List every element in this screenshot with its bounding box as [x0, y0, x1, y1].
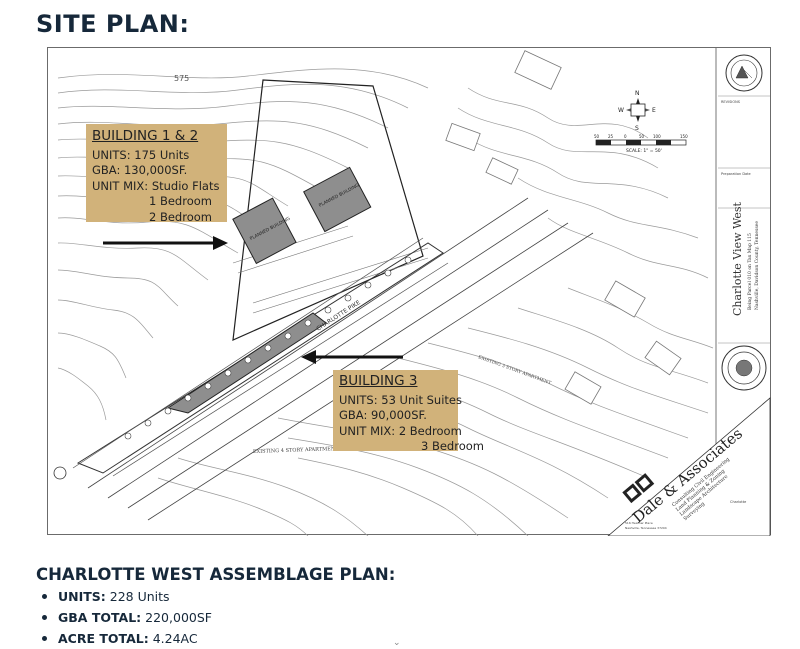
arrow-to-buildings-1-2	[103, 236, 228, 250]
sheet-label: Charlotte	[730, 500, 746, 504]
summary-item-units: UNITS: 228 Units	[36, 586, 212, 607]
callout-units: UNITS: 53 Unit Suites	[339, 392, 462, 407]
site-plan-svg: 575 PLANNED BUILDING PLANNED BUILDING	[53, 48, 771, 536]
summary-value: 228 Units	[109, 589, 170, 604]
existing-apartment-right-label: EXISTING 3 STORY APARTMENT	[477, 354, 551, 386]
prep-date-label: Preparation Date	[721, 172, 751, 176]
firm-address-2: Nashville, Tennessee 37204	[625, 526, 667, 530]
title-block: REVISIONS Preparation Date Charlotte Vie…	[718, 54, 770, 391]
south-letter: S	[635, 125, 639, 132]
summary-value: 4.24AC	[152, 631, 198, 646]
summary-key: GBA TOTAL:	[58, 610, 142, 625]
north-letter: N	[635, 90, 640, 97]
page-title: SITE PLAN:	[36, 10, 190, 38]
scale-label: SCALE: 1" = 50'	[626, 148, 662, 154]
callout-units: UNITS: 175 Units	[92, 147, 190, 162]
callout-building-3: BUILDING 3 UNITS: 53 Unit Suites GBA: 90…	[333, 370, 484, 453]
arrow-to-building-3	[301, 350, 403, 364]
scale-bar: 50 25 0 50 100 150 SCALE: 1" = 50'	[594, 134, 688, 154]
summary-item-gba: GBA TOTAL: 220,000SF	[36, 607, 212, 628]
firm-panel	[607, 397, 771, 536]
charlotte-pike-road	[87, 197, 594, 521]
scale-tick: 150	[680, 134, 688, 139]
building-1-footprint	[232, 197, 297, 265]
contour-label: 575	[174, 74, 189, 83]
callout-gba: GBA: 90,000SF.	[339, 408, 427, 422]
revision-label: REVISIONS	[721, 100, 741, 104]
summary-key: UNITS:	[58, 589, 106, 604]
property-boundary	[232, 79, 424, 341]
scale-tick: 100	[653, 134, 661, 139]
project-name: Charlotte View West	[731, 201, 744, 316]
callout-gba: GBA: 130,000SF.	[92, 163, 188, 177]
callout-unit-mix-3: 2 Bedroom	[149, 209, 212, 224]
callout-title: BUILDING 3	[339, 373, 418, 389]
landscape-trees	[124, 256, 412, 440]
building-2-footprint	[303, 166, 372, 233]
summary-value: 220,000SF	[145, 610, 212, 625]
west-letter: W	[618, 107, 624, 114]
callout-title: BUILDING 1 & 2	[92, 128, 199, 144]
project-sub-2: Nashville, Davidson County, Tennessee	[754, 221, 760, 310]
summary-title: CHARLOTTE WEST ASSEMBLAGE PLAN:	[36, 565, 396, 584]
callout-unit-mix: UNIT MIX: Studio Flats	[92, 178, 220, 193]
scroll-indicator-icon[interactable]: ⌄	[393, 638, 401, 648]
scale-tick: 50	[594, 134, 600, 139]
summary-list: UNITS: 228 Units GBA TOTAL: 220,000SF AC…	[36, 586, 212, 649]
summary-item-acres: ACRE TOTAL: 4.24AC	[36, 628, 212, 649]
site-plan-drawing: 575 PLANNED BUILDING PLANNED BUILDING	[47, 47, 771, 536]
firm-address-1: 516 Heather Place	[625, 521, 653, 525]
existing-apartment-label: EXISTING 4 STORY APARTMENT	[253, 446, 339, 455]
upper-parking	[232, 225, 429, 314]
project-sub-1: Being Parcel 010 on Tax Map 115	[747, 233, 753, 310]
east-letter: E	[652, 107, 656, 114]
scale-tick: 0	[624, 134, 627, 139]
callout-unit-mix-2: 3 Bedroom	[421, 439, 484, 453]
cul-de-sac	[53, 466, 67, 480]
north-arrow-icon: N E S W	[618, 90, 656, 132]
callout-unit-mix-2: 1 Bedroom	[149, 194, 212, 208]
summary-key: ACRE TOTAL:	[58, 631, 149, 646]
callout-buildings-1-2: BUILDING 1 & 2 UNITS: 175 Units GBA: 130…	[86, 124, 227, 224]
scale-tick: 25	[608, 134, 614, 139]
existing-structures	[445, 50, 682, 405]
scale-tick: 50	[639, 134, 645, 139]
callout-unit-mix: UNIT MIX: 2 Bedroom	[339, 423, 462, 438]
